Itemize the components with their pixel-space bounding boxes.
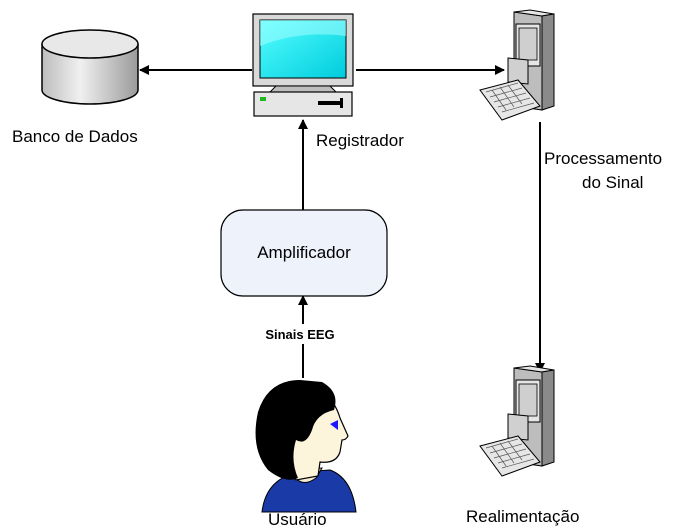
- signal-label: Sinais EEG: [265, 327, 334, 342]
- amplifier-label: Amplificador: [257, 243, 351, 262]
- tower-computer-icon: [479, 9, 555, 121]
- user-label: Usuário: [268, 510, 327, 529]
- processing-label-line2: do Sinal: [582, 173, 644, 192]
- tower-computer-icon: [479, 365, 555, 477]
- signal-label-bg: [248, 324, 352, 344]
- database-label: Banco de Dados: [12, 127, 138, 146]
- person-head-icon: [255, 380, 357, 513]
- processing-label-line1: Processamento: [544, 149, 663, 168]
- amplifier-box: [220, 209, 388, 297]
- recorder-label: Registrador: [316, 131, 404, 150]
- database-icon: [41, 29, 139, 105]
- connectors: [139, 65, 545, 378]
- desktop-pc-icon: [252, 13, 354, 117]
- feedback-label: Realimentação: [466, 507, 580, 526]
